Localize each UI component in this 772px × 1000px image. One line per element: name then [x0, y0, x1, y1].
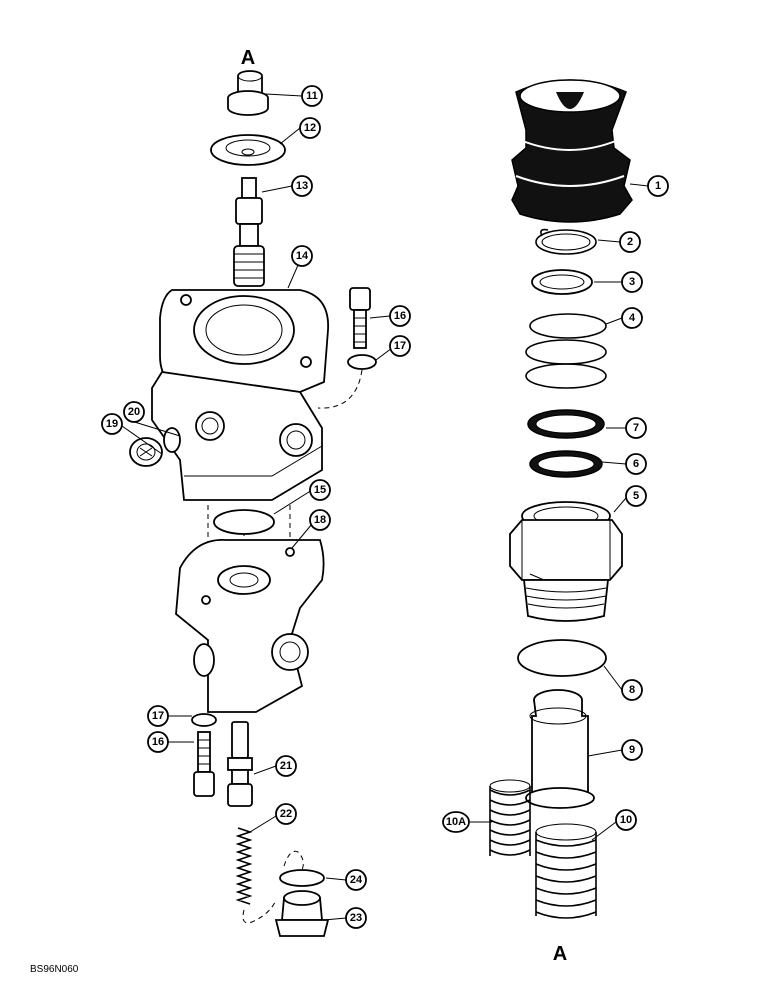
leader-lines: [121, 93, 649, 921]
callout-10: 10: [615, 809, 637, 831]
part-spring-small: [235, 827, 253, 905]
reference-letter-bottom: A: [553, 943, 567, 965]
callout-16-upper: 16: [389, 305, 411, 327]
callout-6: 6: [625, 453, 647, 475]
svg-text:3: 3: [629, 276, 635, 288]
svg-text:5: 5: [633, 490, 639, 502]
svg-text:22: 22: [280, 808, 292, 820]
part-spool-upper: [233, 177, 265, 287]
callout-7: 7: [625, 417, 647, 439]
callout-22: 22: [275, 803, 297, 825]
part-o-ring-side: [163, 427, 181, 453]
callout-23: 23: [345, 907, 367, 929]
part-piston: [525, 689, 595, 809]
svg-text:10: 10: [620, 814, 632, 826]
callout-20: 20: [123, 401, 145, 423]
part-plug-bottom: [274, 890, 330, 937]
callout-17-lower: 17: [147, 705, 169, 727]
svg-text:8: 8: [629, 684, 635, 696]
part-plug-side: [129, 437, 163, 467]
svg-text:23: 23: [350, 912, 362, 924]
callout-14: 14: [291, 245, 313, 267]
svg-text:7: 7: [633, 422, 639, 434]
callout-19: 19: [101, 413, 123, 435]
part-bolt-upper: [349, 287, 371, 349]
part-spool-lower: [227, 721, 253, 807]
callout-2: 2: [619, 231, 641, 253]
svg-text:1: 1: [655, 180, 661, 192]
callout-17-upper: 17: [389, 335, 411, 357]
callout-16-lower: 16: [147, 731, 169, 753]
svg-text:11: 11: [306, 90, 318, 102]
part-washer-plate: [210, 134, 286, 166]
svg-text:17: 17: [152, 710, 164, 722]
svg-text:24: 24: [350, 874, 363, 886]
leader-dashed-bottom: [242, 850, 304, 924]
svg-text:16: 16: [394, 310, 406, 322]
callout-5: 5: [625, 485, 647, 507]
part-valve-body-upper: [151, 289, 329, 501]
part-o-ring-15: [213, 509, 275, 535]
part-rubber-boot: [511, 79, 633, 223]
part-valve-body-lower: [175, 539, 325, 713]
svg-text:21: 21: [280, 760, 292, 772]
svg-text:6: 6: [633, 458, 639, 470]
part-threaded-retainer: [509, 501, 623, 622]
svg-text:4: 4: [629, 312, 636, 324]
part-o-ring-24: [279, 869, 325, 887]
callout-4: 4: [621, 307, 643, 329]
part-bolt-lower: [193, 731, 215, 797]
svg-text:15: 15: [314, 484, 326, 496]
callout-8: 8: [621, 679, 643, 701]
callout-21: 21: [275, 755, 297, 777]
callout-10a: 10A: [442, 811, 470, 833]
svg-text:14: 14: [296, 250, 309, 262]
part-spring-10a: [489, 779, 531, 856]
part-seal-7: [527, 409, 605, 439]
part-washer-lower: [191, 713, 217, 727]
part-snap-ring: [535, 228, 597, 255]
callout-12: 12: [299, 117, 321, 139]
part-wave-spring: [525, 313, 607, 389]
svg-text:16: 16: [152, 736, 164, 748]
part-washer-3: [531, 269, 593, 295]
svg-text:20: 20: [128, 406, 140, 418]
part-o-ring-8: [517, 639, 607, 677]
svg-text:19: 19: [106, 418, 118, 430]
callout-3: 3: [621, 271, 643, 293]
svg-text:13: 13: [296, 180, 308, 192]
svg-text:10A: 10A: [446, 816, 466, 828]
svg-text:12: 12: [304, 122, 316, 134]
leader-dashed-bolt: [317, 369, 363, 409]
part-washer-upper: [347, 354, 377, 370]
callout-15: 15: [309, 479, 331, 501]
svg-text:9: 9: [629, 744, 635, 756]
svg-text:18: 18: [314, 514, 326, 526]
callout-9: 9: [621, 739, 643, 761]
reference-letter-top: A: [241, 47, 255, 69]
callout-18: 18: [309, 509, 331, 531]
part-cap: [227, 70, 269, 116]
callout-11: 11: [301, 85, 323, 107]
svg-text:17: 17: [394, 340, 406, 352]
callout-1: 1: [647, 175, 669, 197]
figure-code: BS96N060: [30, 964, 79, 975]
part-spring-10: [535, 823, 597, 919]
part-seal-6: [529, 450, 603, 478]
svg-text:2: 2: [627, 236, 633, 248]
callout-13: 13: [291, 175, 313, 197]
callout-24: 24: [345, 869, 367, 891]
